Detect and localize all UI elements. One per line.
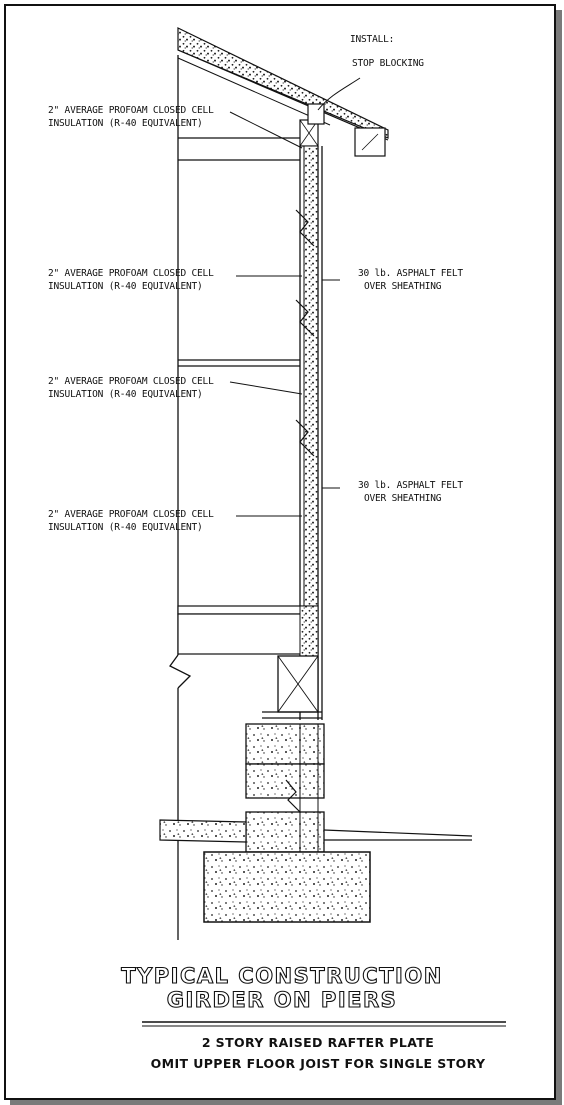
ground-slab [159, 819, 473, 843]
note-insulation-4b: INSULATION (R-40 EQUIVALENT) [48, 522, 203, 533]
title-line-1: TYPICAL CONSTRUCTION [121, 964, 443, 988]
note-install: INSTALL: [350, 34, 394, 45]
concrete-pier [245, 723, 325, 853]
ceiling-joist [178, 103, 325, 161]
subtitle-line-1: 2 STORY RAISED RAFTER PLATE [202, 1035, 434, 1050]
note-insulation-3b: INSULATION (R-40 EQUIVALENT) [48, 389, 203, 400]
note-felt-2a: 30 lb. ASPHALT FELT [358, 480, 463, 491]
interior-wall-line [169, 55, 192, 940]
title-block: TYPICAL CONSTRUCTION GIRDER ON PIERS 2 S… [121, 963, 506, 1071]
note-insulation-3a: 2" AVERAGE PROFOAM CLOSED CELL [48, 376, 214, 387]
note-felt-1b: OVER SHEATHING [364, 281, 442, 292]
title-line-2: GIRDER ON PIERS [167, 988, 398, 1012]
note-felt-1a: 30 lb. ASPHALT FELT [358, 268, 463, 279]
first-floor-joist [177, 605, 322, 719]
note-insulation-2b: INSULATION (R-40 EQUIVALENT) [48, 281, 203, 292]
roof-rafter [177, 27, 389, 157]
note-insulation-1b: INSULATION (R-40 EQUIVALENT) [48, 118, 203, 129]
note-stop-blocking: STOP BLOCKING [352, 58, 424, 69]
note-felt-2b: OVER SHEATHING [364, 493, 442, 504]
stop-blocking [307, 103, 325, 125]
footing [203, 851, 371, 923]
notes: INSTALL: STOP BLOCKING 2" AVERAGE PROFOA… [48, 34, 464, 533]
note-insulation-2a: 2" AVERAGE PROFOAM CLOSED CELL [48, 268, 214, 279]
leader-lines [229, 77, 361, 517]
note-insulation-4a: 2" AVERAGE PROFOAM CLOSED CELL [48, 509, 214, 520]
subtitle-line-2: OMIT UPPER FLOOR JOIST FOR SINGLE STORY [151, 1056, 486, 1071]
note-insulation-1a: 2" AVERAGE PROFOAM CLOSED CELL [48, 105, 214, 116]
